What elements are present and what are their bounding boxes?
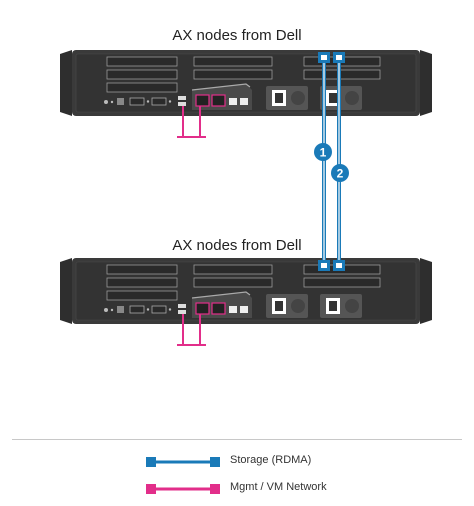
mgmt-line-swatch — [146, 484, 220, 494]
storage-port-bottom-2 — [333, 260, 345, 271]
legend-label-storage: Storage (RDMA) — [230, 454, 312, 466]
legend-divider — [12, 439, 462, 440]
legend-item-mgmt: Mgmt / VM Network — [0, 479, 474, 499]
connection-badge-1: 1 — [314, 143, 332, 161]
network-diagram: 1 2 — [59, 49, 433, 346]
mgmt-cables-top — [177, 106, 206, 138]
storage-line-swatch — [146, 457, 220, 467]
connection-number-1: 1 — [320, 146, 327, 160]
connection-number-2: 2 — [337, 167, 344, 181]
storage-port-bottom-1 — [318, 260, 330, 271]
connection-badge-2: 2 — [331, 164, 349, 182]
storage-port-top-1 — [318, 52, 330, 63]
legend-item-storage: Storage (RDMA) — [0, 452, 474, 472]
server-chassis-top — [59, 49, 433, 117]
server-chassis-bottom — [59, 257, 433, 325]
storage-port-top-2 — [333, 52, 345, 63]
node-title-bottom: AX nodes from Dell — [172, 237, 302, 254]
legend-label-mgmt: Mgmt / VM Network — [230, 481, 327, 493]
mgmt-cables-bottom — [177, 314, 206, 346]
node-title-top: AX nodes from Dell — [172, 27, 302, 44]
